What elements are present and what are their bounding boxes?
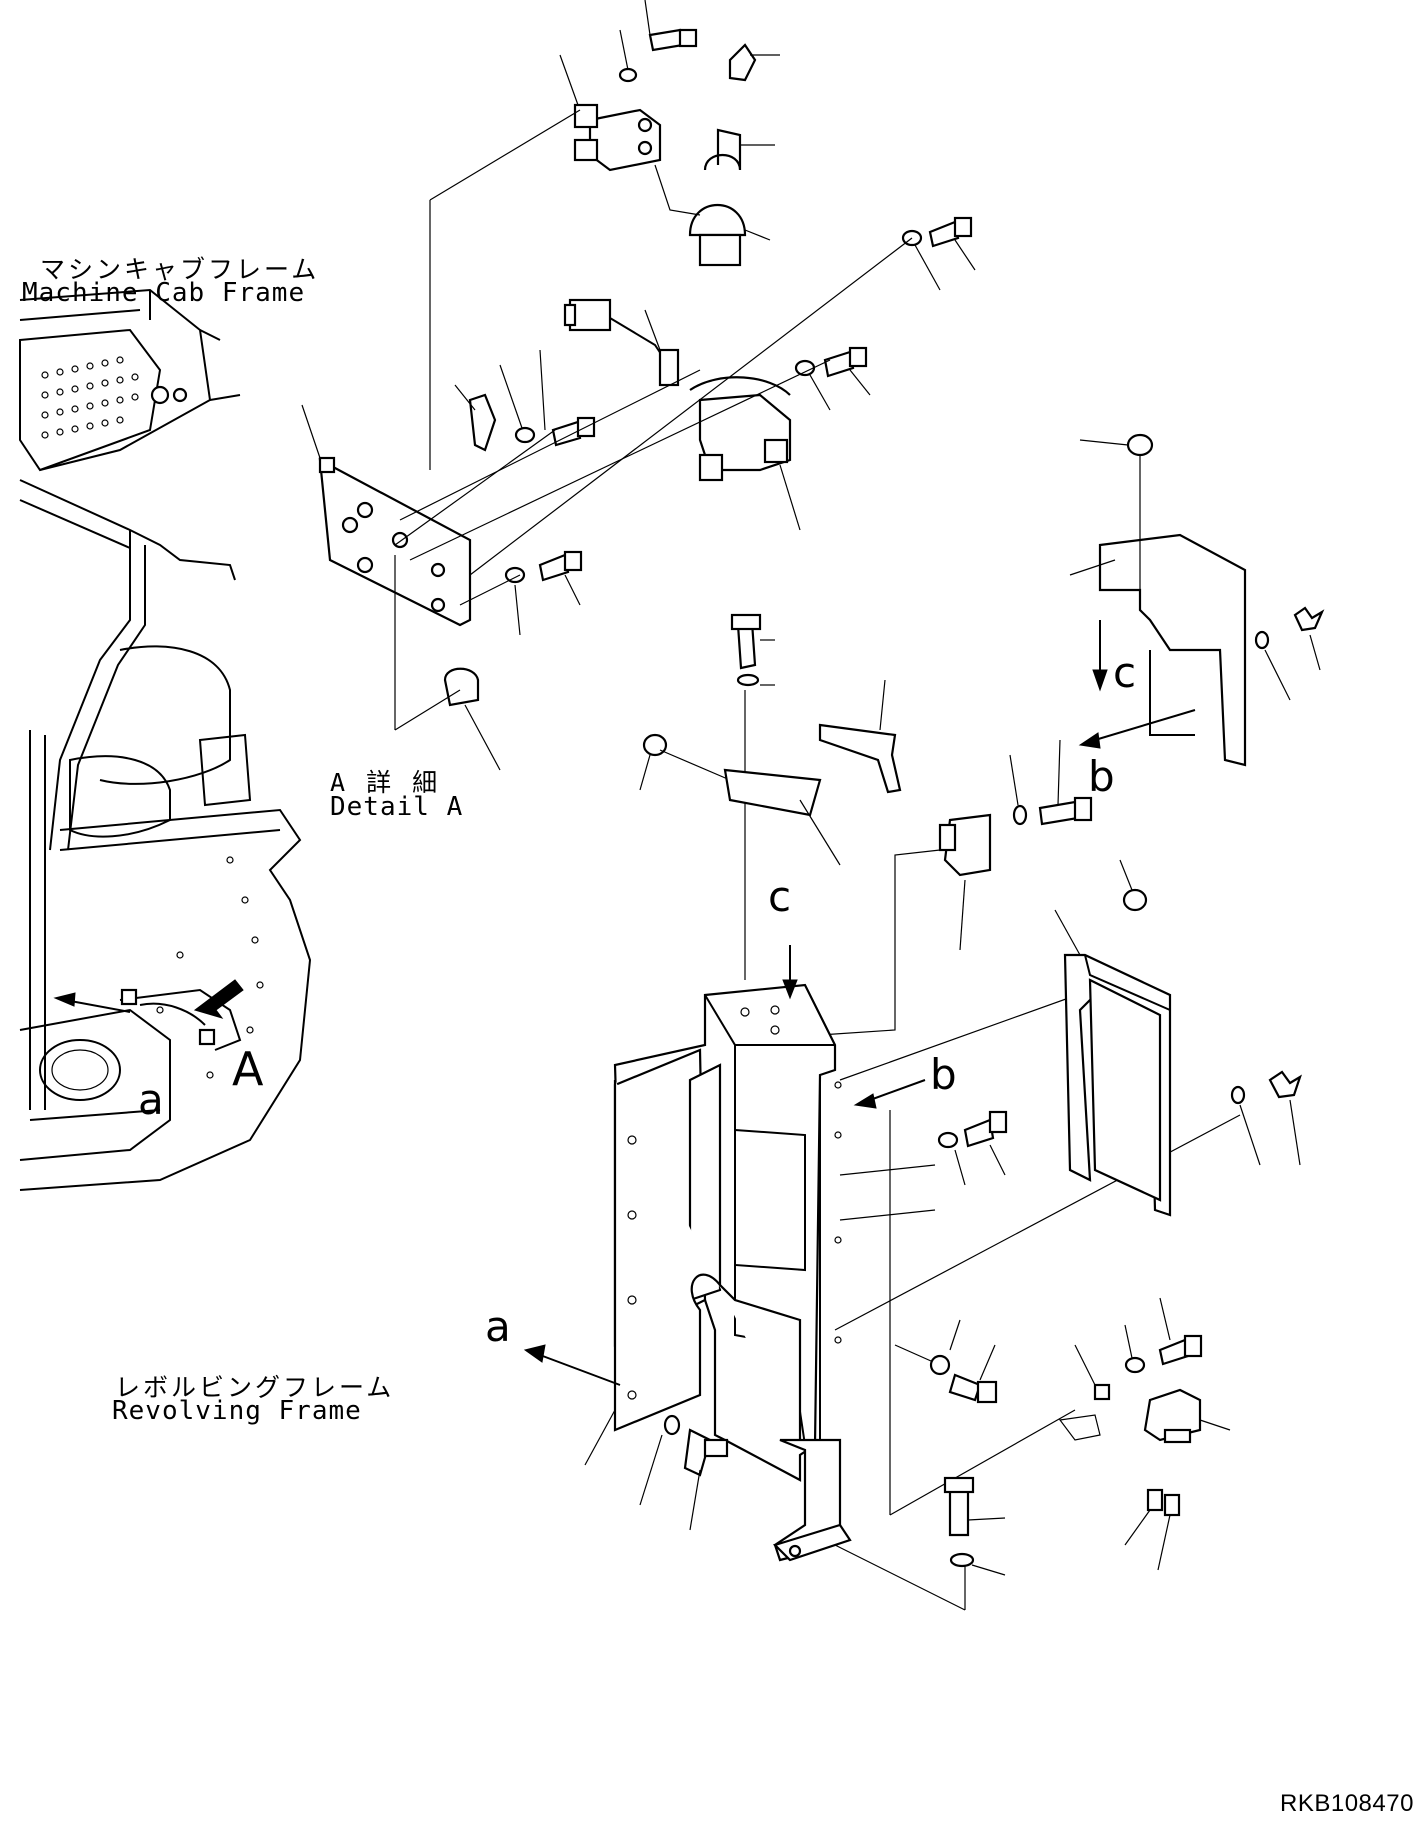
bent-rod — [818, 723, 902, 794]
cab-lower-beam — [19, 479, 236, 581]
terminal-cap-lower — [688, 203, 747, 237]
cable-clip — [468, 393, 497, 452]
arrow-b-top — [1094, 709, 1196, 741]
switch-plate-assembly — [301, 216, 976, 771]
wing-nut-lower — [1268, 1070, 1302, 1099]
arrow-a-left-letter: a — [138, 1075, 164, 1124]
terminal-cap-upper — [703, 128, 742, 171]
knob — [1126, 433, 1154, 457]
main-vertical-bracket — [523, 945, 1241, 1611]
connector-small-1 — [1146, 1488, 1164, 1512]
arrow-a-main-letter: a — [485, 1302, 511, 1351]
grommet — [443, 667, 480, 707]
solenoid-relay — [588, 108, 662, 172]
detail-a-location-harness — [119, 988, 242, 1051]
view-a-letter: A — [232, 1042, 264, 1096]
wing-nut-upper — [1293, 606, 1325, 632]
arrow-c-cover-letter: c — [1113, 648, 1137, 697]
arrow-b-mid-letter: b — [930, 1050, 957, 1099]
cab-frame-label-ja: マシンキャブフレーム — [40, 255, 320, 284]
revolving-frame-label-ja: レボルビングフレーム — [115, 1373, 395, 1402]
arrow-a-left — [64, 999, 131, 1013]
lower-cover — [929, 909, 1302, 1404]
arrow-b-top-letter: b — [1088, 752, 1115, 801]
side-panel — [613, 1080, 802, 1445]
top-solenoid-assembly — [429, 0, 780, 470]
cab-frame-rail — [19, 288, 212, 471]
middle-bracket-parts — [639, 613, 1148, 1036]
machine-frame-context — [19, 288, 312, 1191]
upper-cover — [1069, 433, 1325, 767]
angle-bracket — [723, 768, 822, 817]
cover-plate-upper — [1098, 533, 1247, 767]
fuse-holder — [1143, 1388, 1202, 1442]
elbow-fitting — [728, 43, 757, 82]
operator-seat-outline — [99, 645, 231, 785]
cab-floor-plate — [19, 328, 162, 472]
lower-right-parts — [584, 1297, 1231, 1576]
revolving-frame-label-en: Revolving Frame — [112, 1396, 362, 1426]
drawing-code: RKB108470 — [1280, 1790, 1414, 1817]
relay — [943, 813, 992, 877]
arrow-b-mid — [869, 1079, 926, 1101]
small-relay — [1093, 1383, 1111, 1401]
detail-a-label-en: Detail A — [330, 792, 464, 822]
connector-small-2 — [1163, 1493, 1181, 1517]
harness-connector — [568, 298, 612, 332]
arrow-a-main — [539, 1354, 621, 1386]
arrow-c-bracket-letter: c — [768, 872, 792, 921]
view-a-arrow — [193, 979, 244, 1019]
cab-floor-holes — [41, 356, 139, 439]
detail-a-label-ja: A 詳 細 — [330, 768, 441, 797]
cab-frame-label-en: Machine Cab Frame — [22, 278, 306, 308]
revolving-deck-plate — [19, 808, 312, 1191]
